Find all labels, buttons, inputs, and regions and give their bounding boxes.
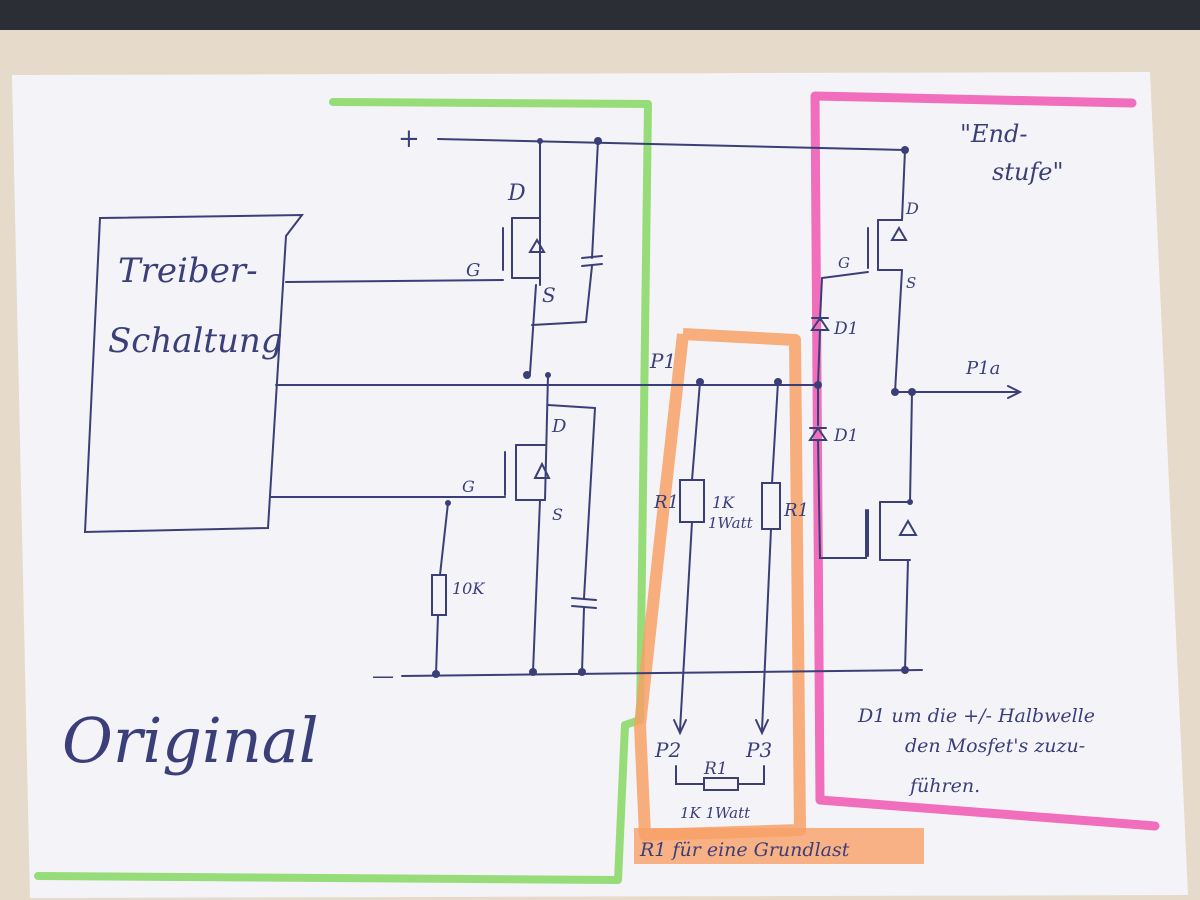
driver-label-1: Treiber- [118, 251, 258, 291]
pulldown-resistor: 10K [431, 502, 485, 678]
d1-note: D1 um die +/- Halbwelle den Mosfet's zuz… [857, 705, 1095, 797]
upper-gate-label: G [466, 260, 480, 281]
r1-left-label: R1 [653, 492, 679, 513]
lower-source-label: S [552, 505, 563, 524]
r1-bottom-label: R1 [703, 759, 728, 779]
page-title: Original [62, 704, 319, 777]
driver-block: Treiber- Schaltung [83, 213, 305, 534]
p1a-label: P1a [965, 358, 1000, 379]
endstufe-label-1: "End- [960, 120, 1028, 148]
p3-label: P3 [745, 738, 772, 762]
load-resistors: R1 1K 1Watt R1 P2 P3 R1 1K 1Watt [653, 381, 809, 822]
endstufe-label-2: stufe" [992, 158, 1064, 186]
end-upper-gate-label: G [838, 254, 850, 272]
upper-drain-label: D [507, 181, 526, 206]
supply-minus-label: — [372, 664, 394, 689]
paper-sheet [12, 72, 1188, 898]
orange-caption: R1 für eine Grundlast [639, 839, 850, 861]
note-line-2: den Mosfet's zuzu- [905, 735, 1085, 757]
orange-caption-band: R1 für eine Grundlast [634, 828, 924, 864]
r1-left-value-2: 1Watt [708, 514, 754, 532]
supply-plus-label: + [398, 124, 420, 154]
r1-bottom-value: 1K 1Watt [680, 804, 751, 822]
note-line-1: D1 um die +/- Halbwelle [857, 705, 1095, 727]
upper-mosfet: D G S [285, 137, 603, 374]
upper-source-label: S [542, 283, 556, 307]
end-stage: "End- stufe" D G S D1 D1 P1a [808, 120, 1064, 674]
end-upper-source-label: S [906, 274, 916, 292]
p2-label: P2 [654, 738, 681, 762]
p1-label: P1 [649, 349, 676, 373]
lower-mosfet: D G S [269, 374, 597, 676]
r1-right-label: R1 [783, 500, 809, 521]
d1-upper-label: D1 [833, 319, 858, 339]
end-upper-drain-label: D [905, 199, 919, 218]
note-line-3: führen. [908, 775, 980, 797]
lower-drain-label: D [551, 416, 567, 437]
green-highlight-region [34, 98, 652, 884]
r1-left-value-1: 1K [712, 493, 735, 512]
d1-lower-label: D1 [833, 426, 858, 446]
pulldown-value: 10K [452, 579, 485, 598]
driver-label-2: Schaltung [108, 321, 283, 361]
lower-gate-label: G [462, 477, 475, 496]
supply-rails: + — [372, 124, 923, 689]
